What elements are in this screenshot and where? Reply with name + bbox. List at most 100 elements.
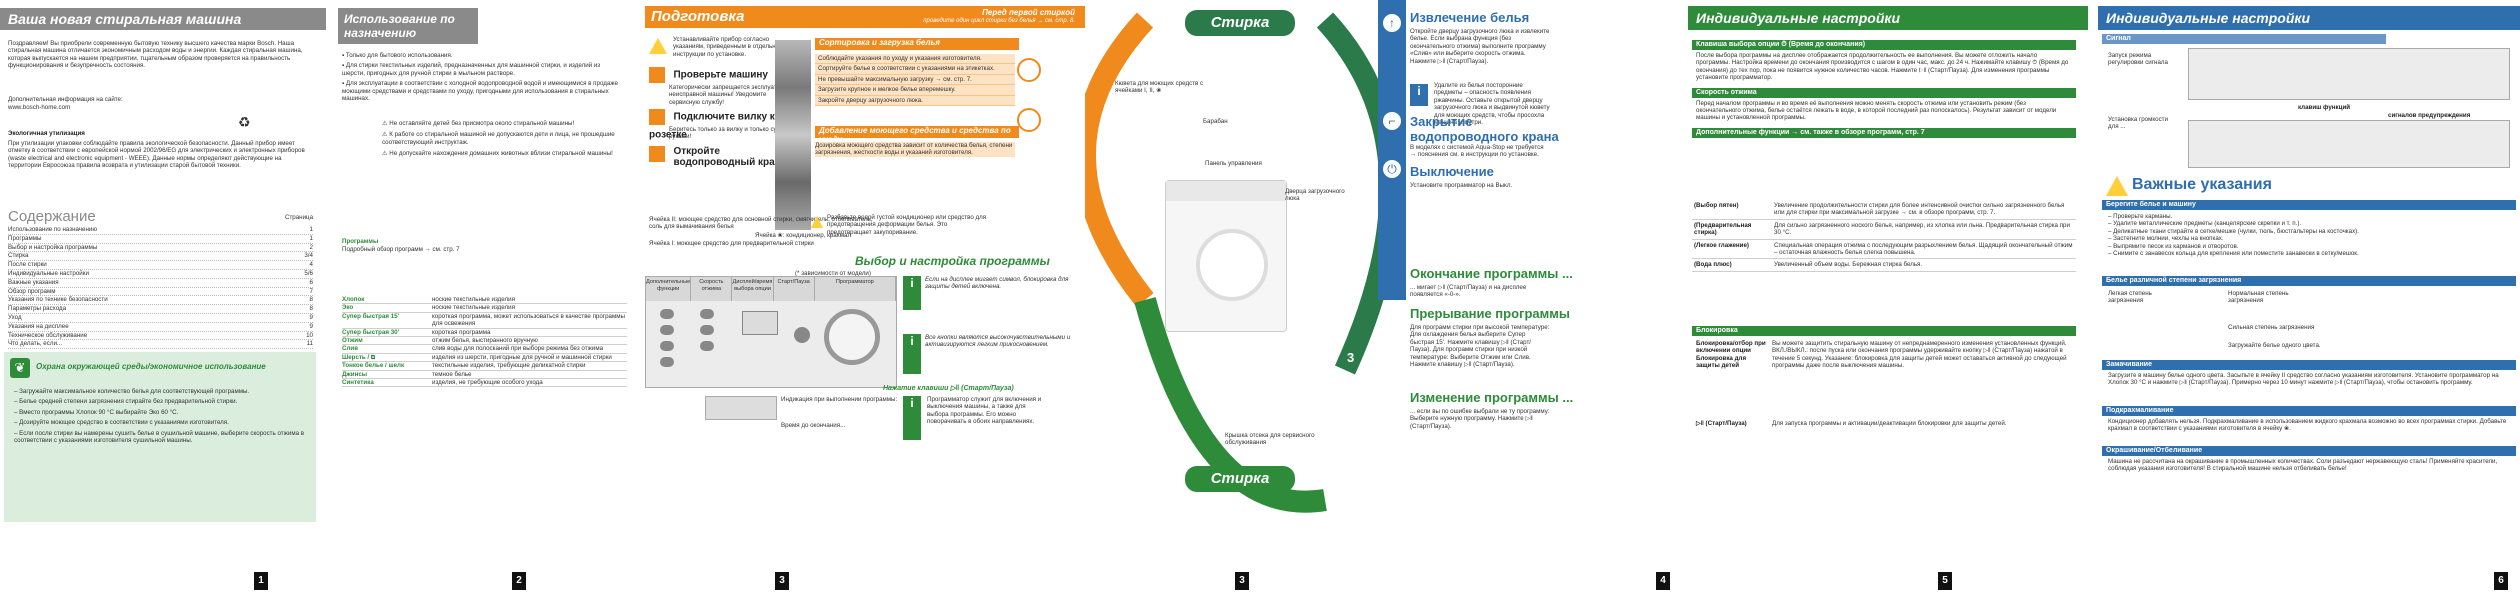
soil-note: Загружайте белье одного цвета.	[2228, 342, 2321, 349]
option-button[interactable]	[660, 309, 674, 319]
toc-entry-page: 10	[306, 331, 313, 339]
remove-title: Извлечение белья	[1410, 10, 1530, 25]
panel-column-label: Дисплей/время выбора опции	[732, 277, 774, 301]
detergent-text: Дозировка моющего средства зависит от ко…	[815, 142, 1015, 157]
env-box: ❦ Охрана окружающей среды/экономичное ис…	[4, 352, 316, 522]
page-2-title: Использование по назначению	[338, 8, 478, 44]
step-check: Проверьте машину	[649, 66, 799, 86]
program-name: Слив	[342, 345, 359, 353]
page-3-title: Подготовка	[651, 8, 745, 25]
option-row: (Предварительная стирка)Для сильно загря…	[1692, 220, 2076, 240]
program-row: Супер быстрая 30'короткая программа	[342, 329, 627, 338]
option-name: (Вода плюс)	[1694, 261, 1732, 269]
option-button[interactable]	[660, 357, 674, 367]
care-item: – Проверьте карманы.	[2108, 213, 2173, 220]
intro-text: Поздравляем! Вы приобрели современную бы…	[8, 40, 303, 70]
section-text: Перед началом программы и во время её вы…	[1696, 99, 2057, 122]
page-number: 3	[1235, 572, 1249, 590]
spin-button[interactable]	[700, 309, 714, 319]
spin-button[interactable]	[700, 341, 714, 351]
step-plug-label: Подключите вилку к розетке	[649, 111, 775, 141]
website-link[interactable]: www.bosch-home.com	[8, 104, 71, 111]
toc-entry[interactable]: Программы 1	[8, 235, 313, 244]
unload-icon: ↑	[1383, 14, 1401, 32]
start-name: ▷‖ (Старт/Пауза)	[1696, 420, 1747, 427]
env-title: Охрана окружающей среды/экономичное испо…	[36, 362, 266, 371]
env-item: – Если после стирки вы намерены сушить б…	[14, 429, 305, 445]
spin-button[interactable]	[700, 325, 714, 335]
option-desc: Увеличенный объем воды. Бережная стирка …	[1774, 261, 1923, 269]
starch-title: Подкрахмаливание	[2102, 406, 2516, 416]
sort-title-bar: Сортировка и загрузка белья	[815, 38, 1019, 50]
toc-entry-page: 1	[309, 234, 313, 242]
display-screen	[742, 311, 778, 335]
toc-entry-label: Что делать, если...	[8, 340, 63, 348]
machine-door	[1196, 229, 1268, 301]
program-dial[interactable]	[824, 309, 880, 365]
toc-entry[interactable]: Что делать, если...11	[8, 340, 313, 350]
detergent-icon	[1017, 108, 1041, 132]
step-2-marker: 2	[1103, 408, 1111, 423]
program-name: Джинсы	[342, 370, 368, 378]
dye-title: Окрашивание/Отбеливание	[2102, 446, 2516, 456]
option-buttons	[660, 309, 680, 367]
signal-panel-2	[2188, 120, 2510, 168]
option-button[interactable]	[660, 341, 674, 351]
page-6: Индивидуальные настройки Клавиша выбора …	[1688, 0, 2088, 596]
info2-text: Все кнопки являются высокочувствительным…	[925, 334, 1071, 349]
off-title: Выключение	[1410, 164, 1494, 179]
panel-column-label: Старт/Пауза	[773, 277, 815, 301]
wash-arc-bottom	[1134, 297, 1327, 513]
option-desc: Для сильно загрязненного ноского белья, …	[1774, 221, 2070, 237]
option-button[interactable]	[660, 325, 674, 335]
end-title: Окончание программы ...	[1410, 266, 1573, 281]
step-tap-label: Откройте водопроводный кран	[673, 146, 781, 168]
toc-entry[interactable]: Индивидуальные настройки 5/6	[8, 270, 313, 279]
toc-entry-page: 5/6	[304, 269, 313, 277]
toc-title: Содержание	[8, 208, 96, 225]
toc-entry-label: Программы	[8, 234, 42, 242]
step-check-label: Проверьте машину	[673, 69, 768, 81]
compartment-1: Ячейка I: моющее средство для предварите…	[649, 240, 814, 247]
start-pause-button[interactable]	[794, 327, 810, 343]
signal-step-2: Установка громкости для ...	[2108, 116, 2168, 131]
page-5: ↑ ⌐ ⏻ Извлечение белья Откройте дверцу з…	[1378, 0, 1688, 596]
program-desc: темное белье	[432, 370, 472, 378]
page-number: 1	[254, 572, 268, 590]
label-control-panel: Панель управления	[1205, 160, 1262, 167]
panel-column-label: Скорость отжима	[691, 277, 733, 301]
important-title: Важные указания	[2132, 176, 2272, 193]
program-row: Шерсть / ⧉изделия из шерсти, пригодные д…	[342, 354, 627, 363]
program-desc: слив воды для полосканий при выборе режи…	[432, 345, 604, 353]
signal-warn-label: сигналов предупреждения	[2388, 112, 2471, 119]
soil-mid: Нормальная степень загрязнения	[2228, 290, 2289, 305]
step-3-marker: 3	[1347, 350, 1355, 365]
change-title: Изменение программы ...	[1410, 390, 1574, 405]
page-1: Ваша новая стиральная машина Поздравляем…	[0, 0, 330, 596]
dye-text: Машина не рассчитана на окрашивание в пр…	[2108, 458, 2498, 473]
program-desc: текстильные изделия, требующие деликатно…	[432, 362, 586, 370]
display-strip	[705, 396, 777, 420]
step-1-marker: 1	[1099, 276, 1107, 291]
toc-entry-label: Стирка	[8, 252, 29, 260]
signal-keys-label: клавиш функций	[2298, 104, 2351, 111]
machine-panel	[1166, 181, 1286, 201]
toc-entry-label: Обзор программ	[8, 287, 56, 295]
tap-icon	[649, 146, 665, 162]
info1-icon: i	[903, 276, 921, 310]
toc-entry-label: Индивидуальные настройки	[8, 269, 89, 277]
